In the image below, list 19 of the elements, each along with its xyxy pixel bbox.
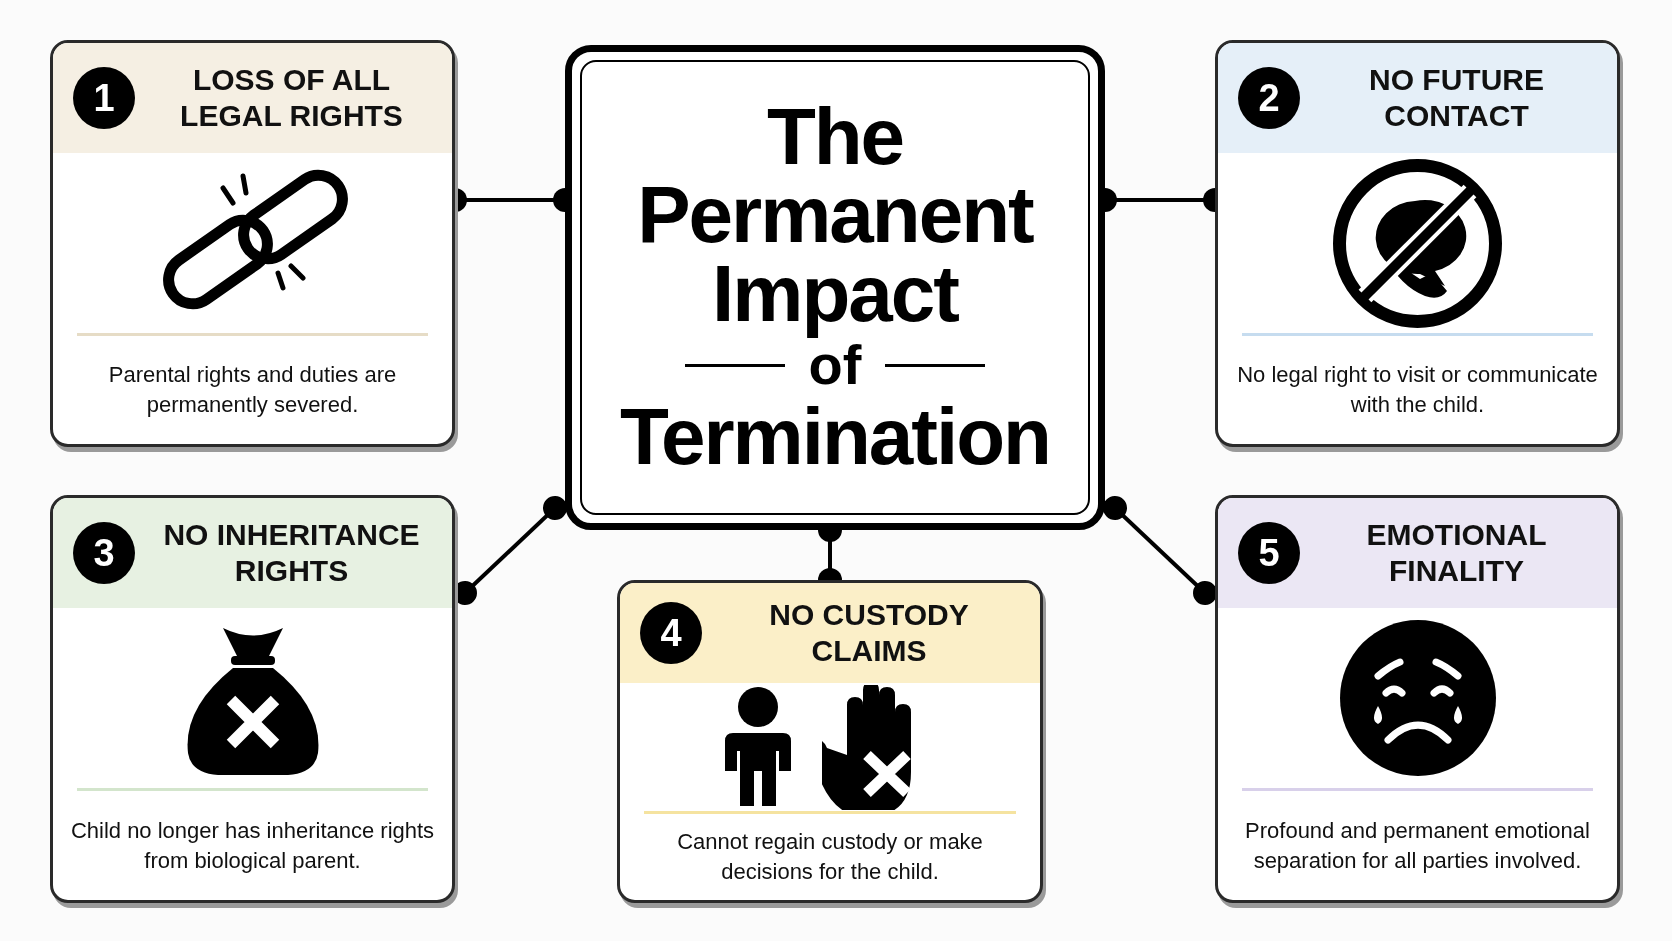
card-heading: LOSS OF ALL LEGAL RIGHTS xyxy=(179,62,404,134)
connector-line xyxy=(1103,496,1217,605)
title-box xyxy=(565,45,1105,530)
card-description: Child no longer has inheritance rights from biological parent. xyxy=(69,816,436,875)
card-description: Cannot regain custody or make decisions for the child. xyxy=(676,828,984,886)
card-heading: NO FUTURE CONTACT xyxy=(1368,62,1545,134)
card-description: Parental rights and duties are permanently severed. xyxy=(107,361,398,419)
number-badge: 2 xyxy=(1238,67,1300,129)
card-description: Profound and permanent emotional separation for all parties involved. xyxy=(1244,816,1591,875)
number-badge: 1 xyxy=(73,67,135,129)
number-badge: 4 xyxy=(640,602,702,664)
title-text: Termination xyxy=(620,397,1050,478)
card-heading: EMOTIONAL FINALITY xyxy=(1365,517,1548,589)
card-heading: NO CUSTODY CLAIMS xyxy=(768,597,970,669)
number-badge: 3 xyxy=(73,522,135,584)
card-description: No legal right to visit or communicate with the child. xyxy=(1236,361,1599,419)
card-heading: NO INHERITANCE RIGHTS xyxy=(162,517,421,589)
number-badge: 5 xyxy=(1238,522,1300,584)
title-text: of xyxy=(808,337,862,394)
